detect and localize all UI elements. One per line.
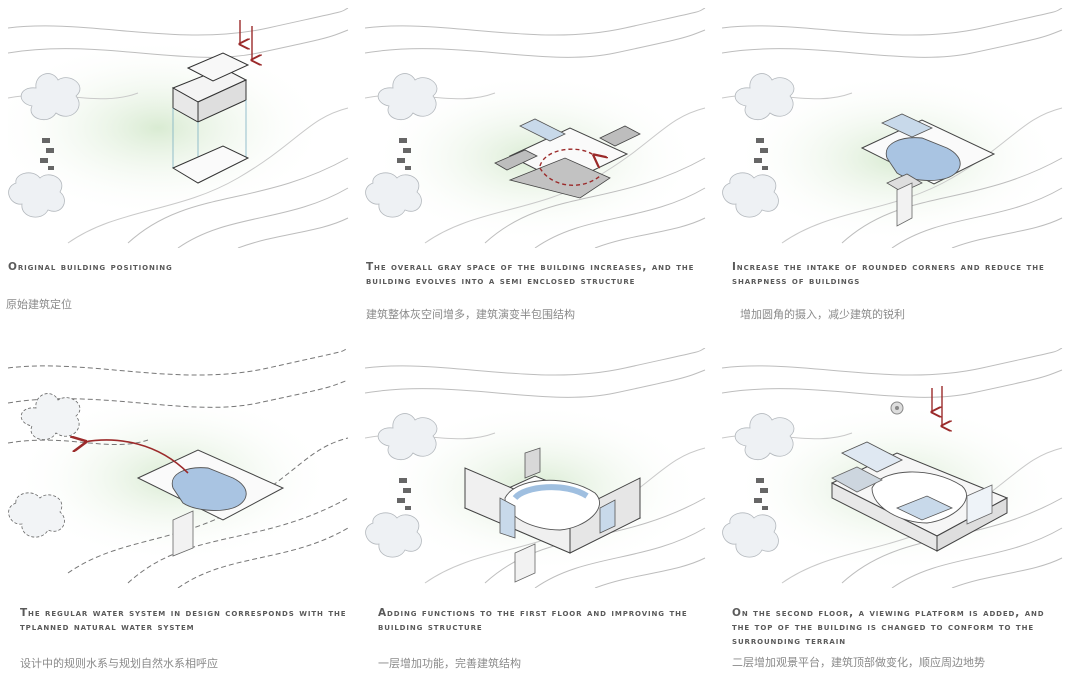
diagram-panel-1 xyxy=(8,8,353,248)
panel-4-caption-zh: 设计中的规则水系与规划自然水系相呼应 xyxy=(20,657,218,670)
water-pool xyxy=(171,467,247,511)
panel-5-drawing xyxy=(365,348,706,588)
panel-6-caption-en: On the second floor, a viewing platform … xyxy=(732,607,1045,647)
panel-1-caption-en: Original building positioning xyxy=(8,261,173,273)
tree-cluster-dashed xyxy=(8,393,81,538)
panel-5-caption-zh: 一层增加功能，完善建筑结构 xyxy=(378,657,521,670)
diagram-panel-6 xyxy=(722,348,1072,588)
building-with-pool xyxy=(136,449,285,557)
panel-1-drawing xyxy=(8,8,349,248)
diagram-panel-2 xyxy=(365,8,710,248)
panel-5-caption-en: Adding functions to the first floor and … xyxy=(378,607,688,633)
diagram-panel-4 xyxy=(8,348,353,588)
panel-2-caption-zh: 建筑整体灰空间增多，建筑演变半包围结构 xyxy=(366,308,575,321)
water-link-arrow xyxy=(84,440,189,474)
panel-2-caption-en: The overall gray space of the building i… xyxy=(366,261,695,287)
panel-4-caption-en: The regular water system in design corre… xyxy=(20,607,347,633)
viewing-platform xyxy=(840,441,904,473)
panel-4-drawing xyxy=(8,348,349,588)
panel-6-drawing xyxy=(722,348,1063,588)
panel-3-caption-zh: 增加圆角的摄入，减少建筑的锐利 xyxy=(740,308,905,321)
semi-enclosed-building xyxy=(494,118,641,199)
panel-3-drawing xyxy=(722,8,1063,248)
second-floor-building xyxy=(830,441,1009,552)
panel-2-drawing xyxy=(365,8,706,248)
diagram-panel-3 xyxy=(722,8,1072,248)
diagram-panel-5 xyxy=(365,348,710,588)
panel-6-caption-zh: 二层增加观景平台，建筑顶部做变化，顺应周边地势 xyxy=(732,656,985,669)
original-building xyxy=(171,52,250,184)
panel-1-caption-zh: 原始建筑定位 xyxy=(6,298,72,311)
panel-3-caption-en: Increase the intake of rounded corners a… xyxy=(732,261,1045,287)
rounded-building xyxy=(860,113,996,227)
first-floor-building xyxy=(463,447,642,583)
